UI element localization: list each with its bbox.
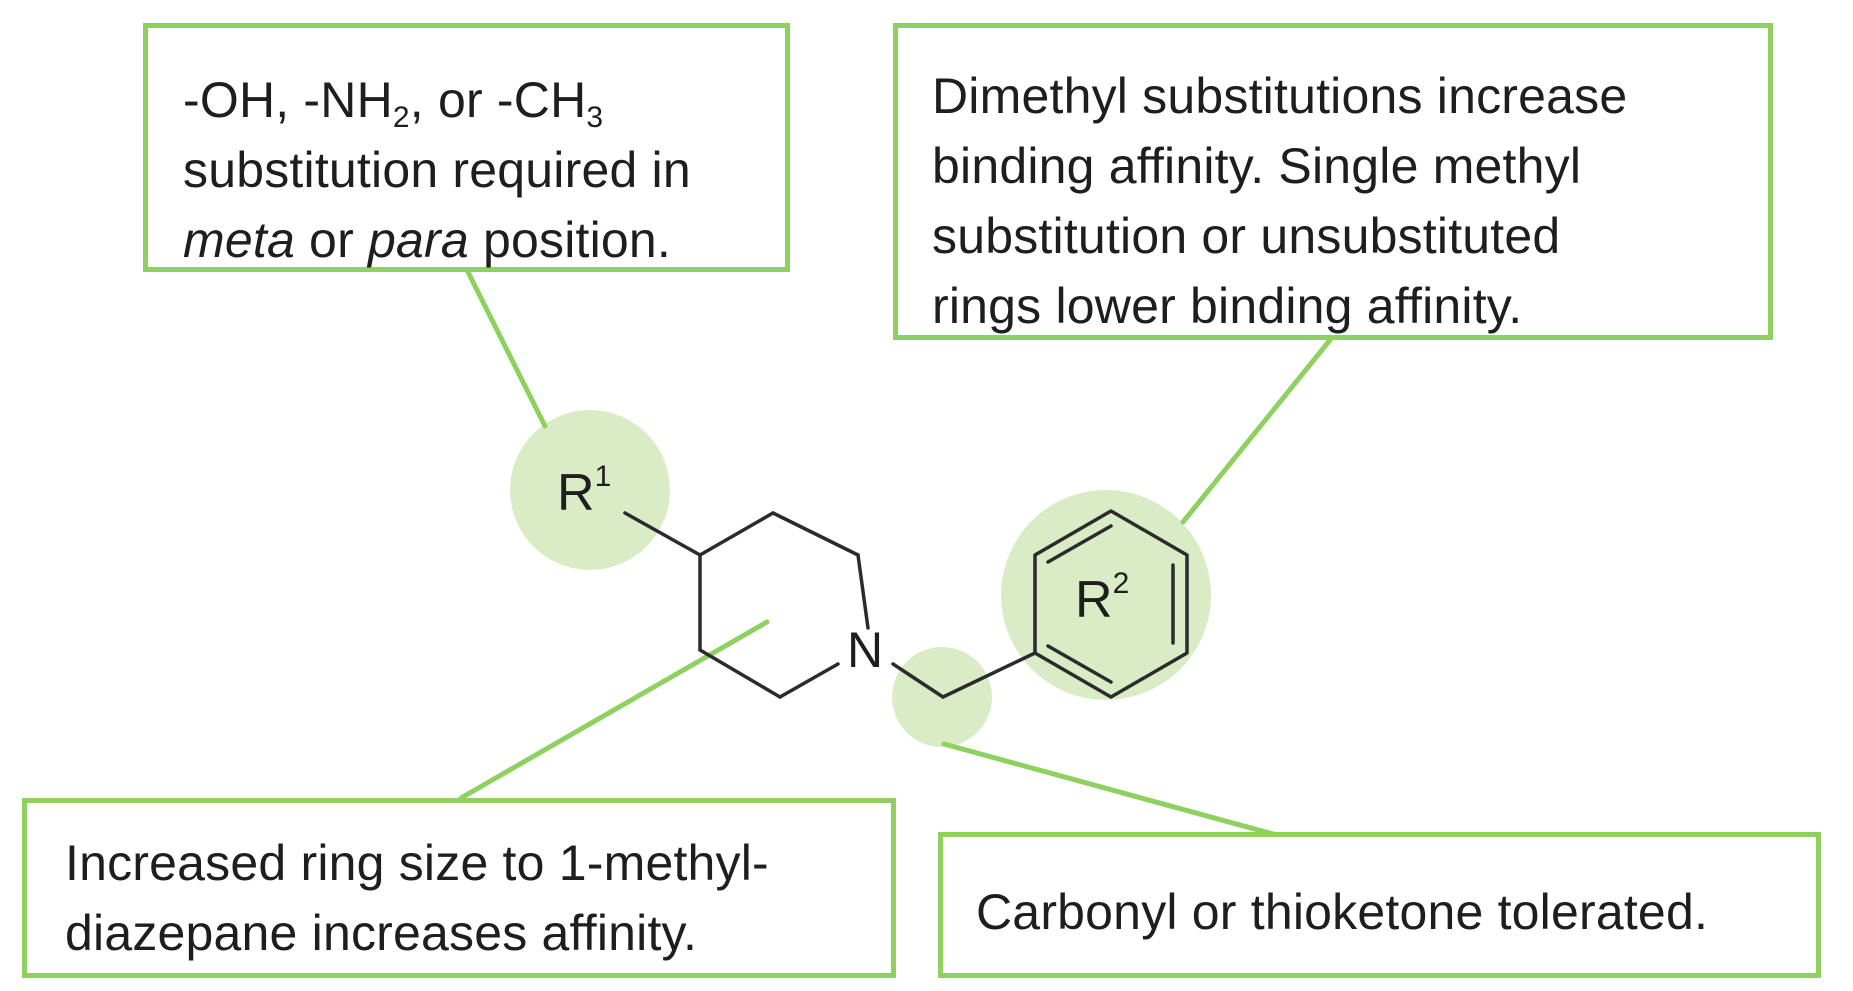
bond-ch2-ar	[941, 651, 1037, 699]
nitrogen-label: N	[847, 622, 883, 678]
r1-label: R1	[557, 460, 611, 522]
r1-highlight	[510, 410, 670, 570]
callout-r2-line-3: substitution or unsubstituted	[932, 208, 1561, 264]
bond-r1-c4	[623, 511, 702, 557]
benzene-double-bond-1	[1046, 524, 1113, 564]
leader-line-r2	[1180, 337, 1333, 525]
bond-c4-c3	[698, 511, 775, 557]
callout-r1-line-3: meta or para position.	[183, 212, 672, 268]
callout-r1-substitution: -OH, -NH2, or -CH3 substitution required…	[143, 23, 790, 272]
bond-n-c6	[778, 662, 840, 699]
callout-ring-size: Increased ring size to 1-methyl- diazepa…	[22, 798, 896, 978]
r2-label: R2	[1075, 567, 1129, 629]
leader-line-r1	[465, 269, 548, 429]
benzene-double-bond-3	[1046, 644, 1113, 684]
bond-c3-c2	[771, 511, 860, 557]
callout-r2-line-4: rings lower binding affinity.	[932, 278, 1523, 334]
benzene-ring	[1033, 509, 1189, 699]
bond-c2-n	[856, 553, 870, 630]
callout-carbonyl-line-1: Carbonyl or thioketone tolerated.	[976, 884, 1709, 940]
callout-r2-line-1: Dimethyl substitutions increase	[932, 68, 1628, 124]
callout-r1-line-1: -OH, -NH2, or -CH3	[183, 72, 604, 134]
callout-ring-line-2: diazepane increases affinity.	[65, 905, 698, 961]
callout-carbonyl: Carbonyl or thioketone tolerated.	[938, 832, 1821, 978]
leader-line-ring	[458, 619, 770, 801]
callout-r1-line-2: substitution required in	[183, 142, 691, 198]
bond-c6-c5	[698, 648, 782, 699]
callout-r2-line-2: binding affinity. Single methyl	[932, 138, 1582, 194]
bond-n-ch2	[891, 662, 945, 699]
callout-r2-dimethyl: Dimethyl substitutions increase binding …	[893, 23, 1773, 340]
callout-ring-line-1: Increased ring size to 1-methyl-	[65, 835, 769, 891]
